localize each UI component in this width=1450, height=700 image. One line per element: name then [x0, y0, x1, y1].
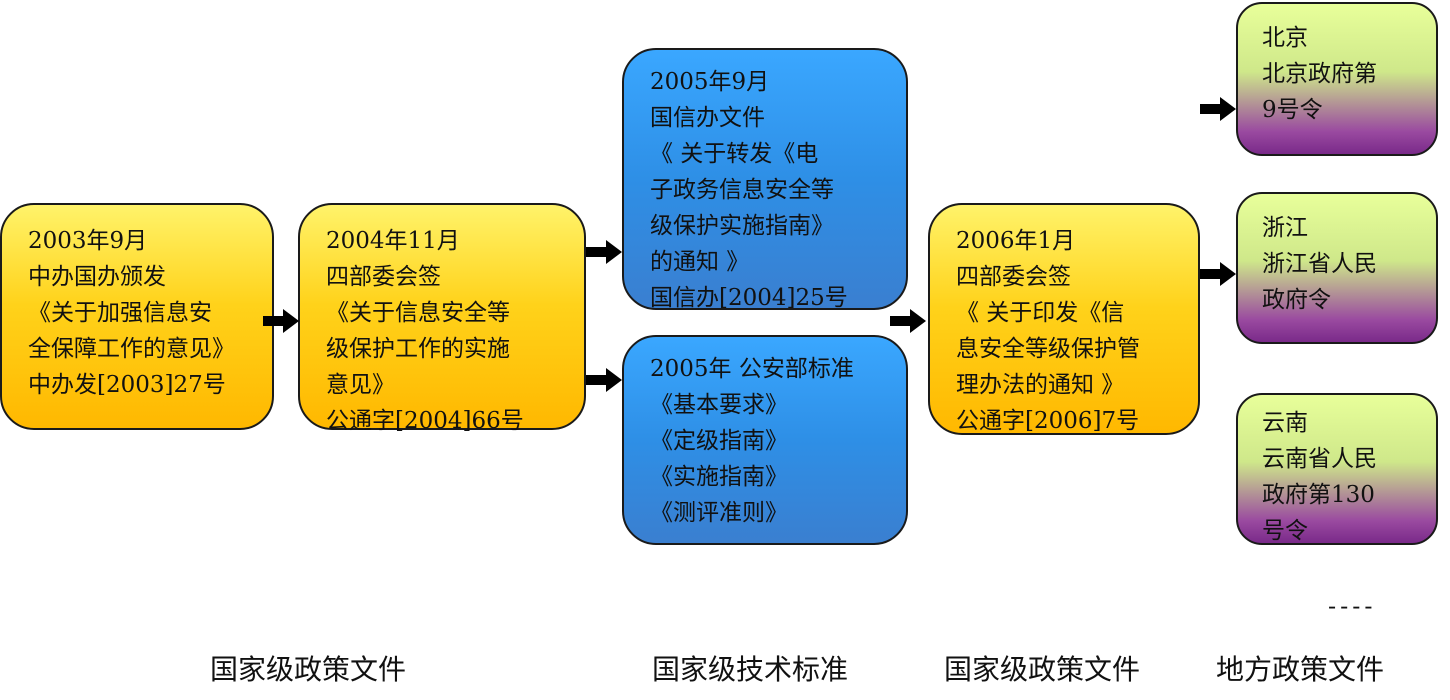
box-yunnan: 云南 云南省人民 政府第130 号令	[1236, 393, 1438, 545]
more-ellipsis: ----	[1328, 592, 1377, 620]
box-line: 2006年1月	[956, 228, 1076, 254]
arrow-right-icon	[263, 309, 299, 333]
box-line: 北京政府第	[1262, 61, 1377, 87]
box-line: 四部委会签	[326, 264, 441, 290]
box-line: 级保护工作的实施	[326, 336, 510, 362]
box-line: 2005年 公安部标准	[650, 356, 854, 382]
arrow-right-icon	[1200, 97, 1236, 121]
box-2006-policy: 2006年1月 四部委会签 《 关于印发《信 息安全等级保护管 理办法的通知 》…	[928, 203, 1200, 435]
label-national-tech-standard: 国家级技术标准	[652, 653, 849, 686]
box-line: 浙江	[1262, 215, 1308, 241]
box-2005-notice: 2005年9月 国信办文件 《 关于转发《电 子政务信息安全等 级保护实施指南》…	[622, 48, 908, 311]
box-line: 2004年11月	[326, 228, 460, 254]
box-2004-policy: 2004年11月 四部委会签 《关于信息安全等 级保护工作的实施 意见》 公通字…	[298, 203, 586, 434]
box-line: 《关于信息安全等	[326, 300, 510, 326]
box-line: 中办发[2003]27号	[28, 372, 226, 398]
label-national-policy-2: 国家级政策文件	[944, 653, 1141, 686]
box-line: 《测评准则》	[650, 500, 788, 526]
box-2003-policy: 2003年9月 中办国办颁发 《关于加强信息安 全保障工作的意见》 中办发[20…	[0, 203, 274, 430]
arrow-right-icon	[1200, 262, 1236, 286]
box-line: 政府第130	[1262, 482, 1375, 508]
box-line: 云南省人民	[1262, 446, 1377, 472]
box-line: 级保护实施指南》	[650, 213, 834, 239]
box-line: 《定级指南》	[650, 428, 788, 454]
box-line: 息安全等级保护管	[956, 336, 1140, 362]
box-line: 《关于加强信息安	[28, 300, 212, 326]
box-line: 公通字[2004]66号	[326, 408, 524, 434]
box-line: 国信办文件	[650, 105, 765, 131]
box-line: 《 关于印发《信	[956, 300, 1125, 326]
box-line: 全保障工作的意见》	[28, 336, 235, 362]
box-2005-standards: 2005年 公安部标准 《基本要求》 《定级指南》 《实施指南》 《测评准则》	[622, 335, 908, 545]
box-line: 9号令	[1262, 97, 1323, 123]
box-line: 意见》	[326, 372, 395, 398]
box-line: 子政务信息安全等	[650, 177, 834, 203]
arrow-right-icon	[586, 240, 622, 264]
box-line: 2005年9月	[650, 69, 770, 95]
box-line: 公通字[2006]7号	[956, 408, 1140, 434]
label-national-policy: 国家级政策文件	[210, 653, 407, 686]
box-zhejiang: 浙江 浙江省人民 政府令	[1236, 192, 1438, 344]
box-line: 的通知 》	[650, 249, 750, 275]
arrow-right-icon	[586, 368, 622, 392]
box-line: 四部委会签	[956, 264, 1071, 290]
box-line: 中办国办颁发	[28, 264, 166, 290]
label-local-policy: 地方政策文件	[1216, 653, 1385, 686]
box-beijing: 北京 北京政府第 9号令	[1236, 2, 1438, 156]
box-line: 云南	[1262, 410, 1308, 436]
box-line: 《 关于转发《电	[650, 141, 819, 167]
box-line: 2003年9月	[28, 228, 148, 254]
box-line: 理办法的通知 》	[956, 372, 1125, 398]
box-line: 浙江省人民	[1262, 251, 1377, 277]
box-line: 号令	[1262, 518, 1308, 544]
box-line: 《实施指南》	[650, 464, 788, 490]
box-line: 《基本要求》	[650, 392, 788, 418]
box-line: 国信办[2004]25号	[650, 285, 848, 311]
box-line: 北京	[1262, 25, 1308, 51]
arrow-right-icon	[890, 309, 926, 333]
box-line: 政府令	[1262, 287, 1331, 313]
